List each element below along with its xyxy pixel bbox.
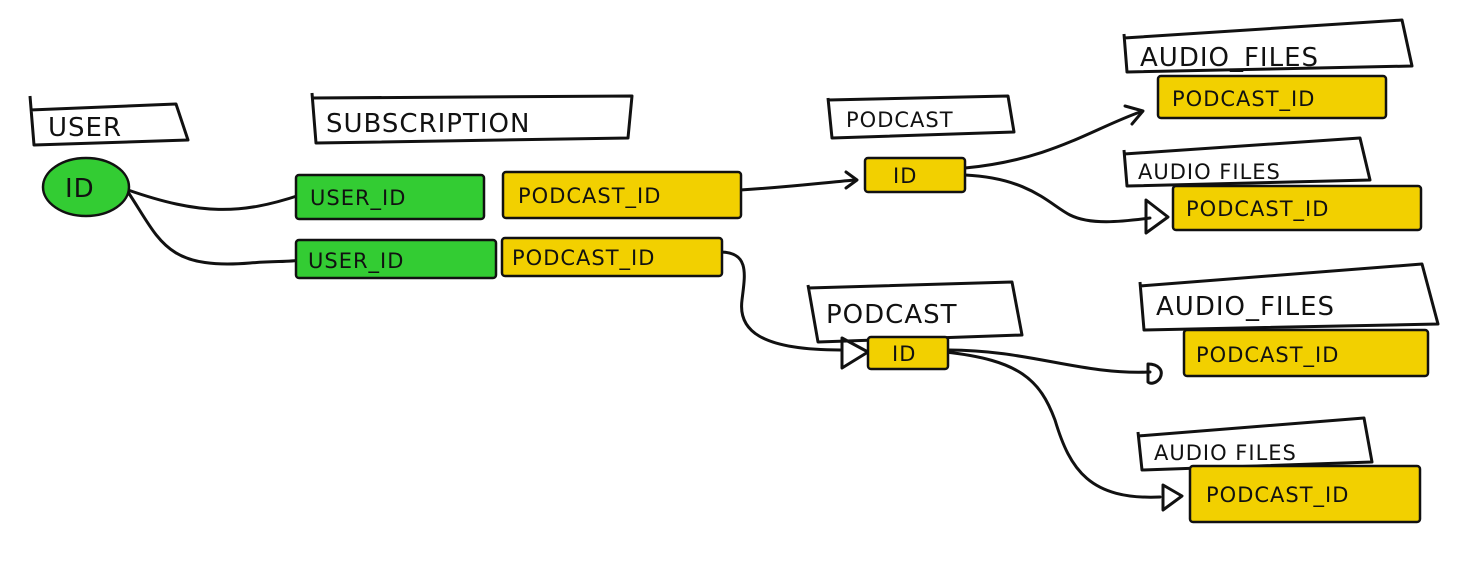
arrow-audio3-in — [1146, 362, 1163, 385]
entity-podcast-2: PODCAST ID — [806, 280, 1024, 371]
entity-user: USER ID — [28, 95, 190, 218]
user-id-label: ID — [65, 174, 95, 204]
entity-subscription: SUBSCRIPTION USER_ID PODCAST_ID USER_ID … — [294, 92, 743, 280]
subscription-row2-user-id-highlight — [294, 238, 498, 280]
entity-audio-files-3: AUDIO_FILES PODCAST_ID — [1138, 262, 1440, 378]
audio-files-2-podcast-id-highlight — [1171, 184, 1423, 232]
podcast-1-id-highlight — [863, 156, 967, 194]
connector-sub1-to-podcast1 — [738, 178, 857, 192]
user-id-highlight — [41, 156, 131, 218]
entity-audio-files-4: AUDIO FILES PODCAST_ID — [1136, 416, 1422, 524]
connector-podcast2-to-audio4 — [943, 350, 1162, 499]
entity-audio-files-2: AUDIO FILES PODCAST_ID — [1122, 136, 1423, 232]
entity-user-title-box — [28, 95, 190, 147]
entity-audio-files-2-title: AUDIO FILES — [1138, 160, 1281, 184]
connectors — [126, 104, 1184, 512]
entity-audio-files-1: AUDIO_FILES PODCAST_ID — [1122, 18, 1414, 120]
connector-podcast1-to-audio1 — [963, 110, 1142, 170]
subscription-row2-podcast-id: PODCAST_ID — [512, 246, 655, 271]
audio-files-1-podcast-id-highlight — [1156, 74, 1388, 120]
entity-podcast-1-title: PODCAST — [846, 108, 954, 132]
entity-podcast-1-title-box — [826, 94, 1016, 140]
entity-podcast-2-title: PODCAST — [826, 300, 958, 330]
audio-files-4-podcast-id-highlight — [1188, 464, 1422, 524]
entity-audio-files-1-title: AUDIO_FILES — [1140, 43, 1319, 73]
arrow-audio4-in — [1161, 483, 1184, 512]
subscription-row1-podcast-id-highlight — [501, 170, 743, 220]
subscription-row1-podcast-id: PODCAST_ID — [518, 184, 661, 209]
arrow-podcast1-in — [844, 170, 859, 190]
podcast-2-id-highlight — [866, 335, 950, 371]
audio-files-2-podcast-id: PODCAST_ID — [1186, 197, 1329, 222]
audio-files-3-podcast-id-highlight — [1182, 328, 1430, 378]
podcast-2-id-label: ID — [892, 342, 916, 366]
connector-user-to-sub2 — [126, 190, 302, 266]
audio-files-4-podcast-id: PODCAST_ID — [1206, 483, 1349, 508]
subscription-row1-user-id-highlight — [294, 173, 486, 221]
connector-podcast1-to-audio2 — [963, 173, 1152, 224]
entity-audio-files-2-title-box — [1122, 136, 1372, 188]
entity-audio-files-3-title: AUDIO_FILES — [1156, 292, 1335, 322]
arrow-podcast2-in — [840, 336, 870, 370]
subscription-row1-user-id: USER_ID — [310, 186, 406, 211]
subscription-row2-podcast-id-highlight — [500, 236, 724, 278]
arrow-audio2-in — [1144, 198, 1170, 235]
audio-files-1-podcast-id: PODCAST_ID — [1172, 87, 1315, 112]
entity-audio-files-3-title-box — [1138, 262, 1440, 332]
entity-user-title: USER — [48, 113, 122, 143]
entity-podcast-1: PODCAST ID — [826, 94, 1016, 194]
connector-sub2-to-podcast2 — [718, 250, 842, 352]
connector-podcast2-to-audio3 — [946, 348, 1152, 374]
subscription-row2-user-id: USER_ID — [308, 249, 404, 274]
audio-files-3-podcast-id: PODCAST_ID — [1196, 343, 1339, 368]
connector-user-to-sub1 — [126, 188, 302, 211]
arrow-audio1-in — [1123, 104, 1145, 126]
entity-podcast-2-title-box — [806, 280, 1024, 344]
entity-audio-files-1-title-box — [1122, 18, 1414, 74]
podcast-1-id-label: ID — [893, 164, 917, 188]
entity-subscription-title: SUBSCRIPTION — [326, 109, 530, 139]
entity-audio-files-4-title: AUDIO FILES — [1154, 441, 1297, 465]
entity-subscription-title-box — [310, 92, 634, 145]
entity-audio-files-4-title-box — [1136, 416, 1374, 472]
